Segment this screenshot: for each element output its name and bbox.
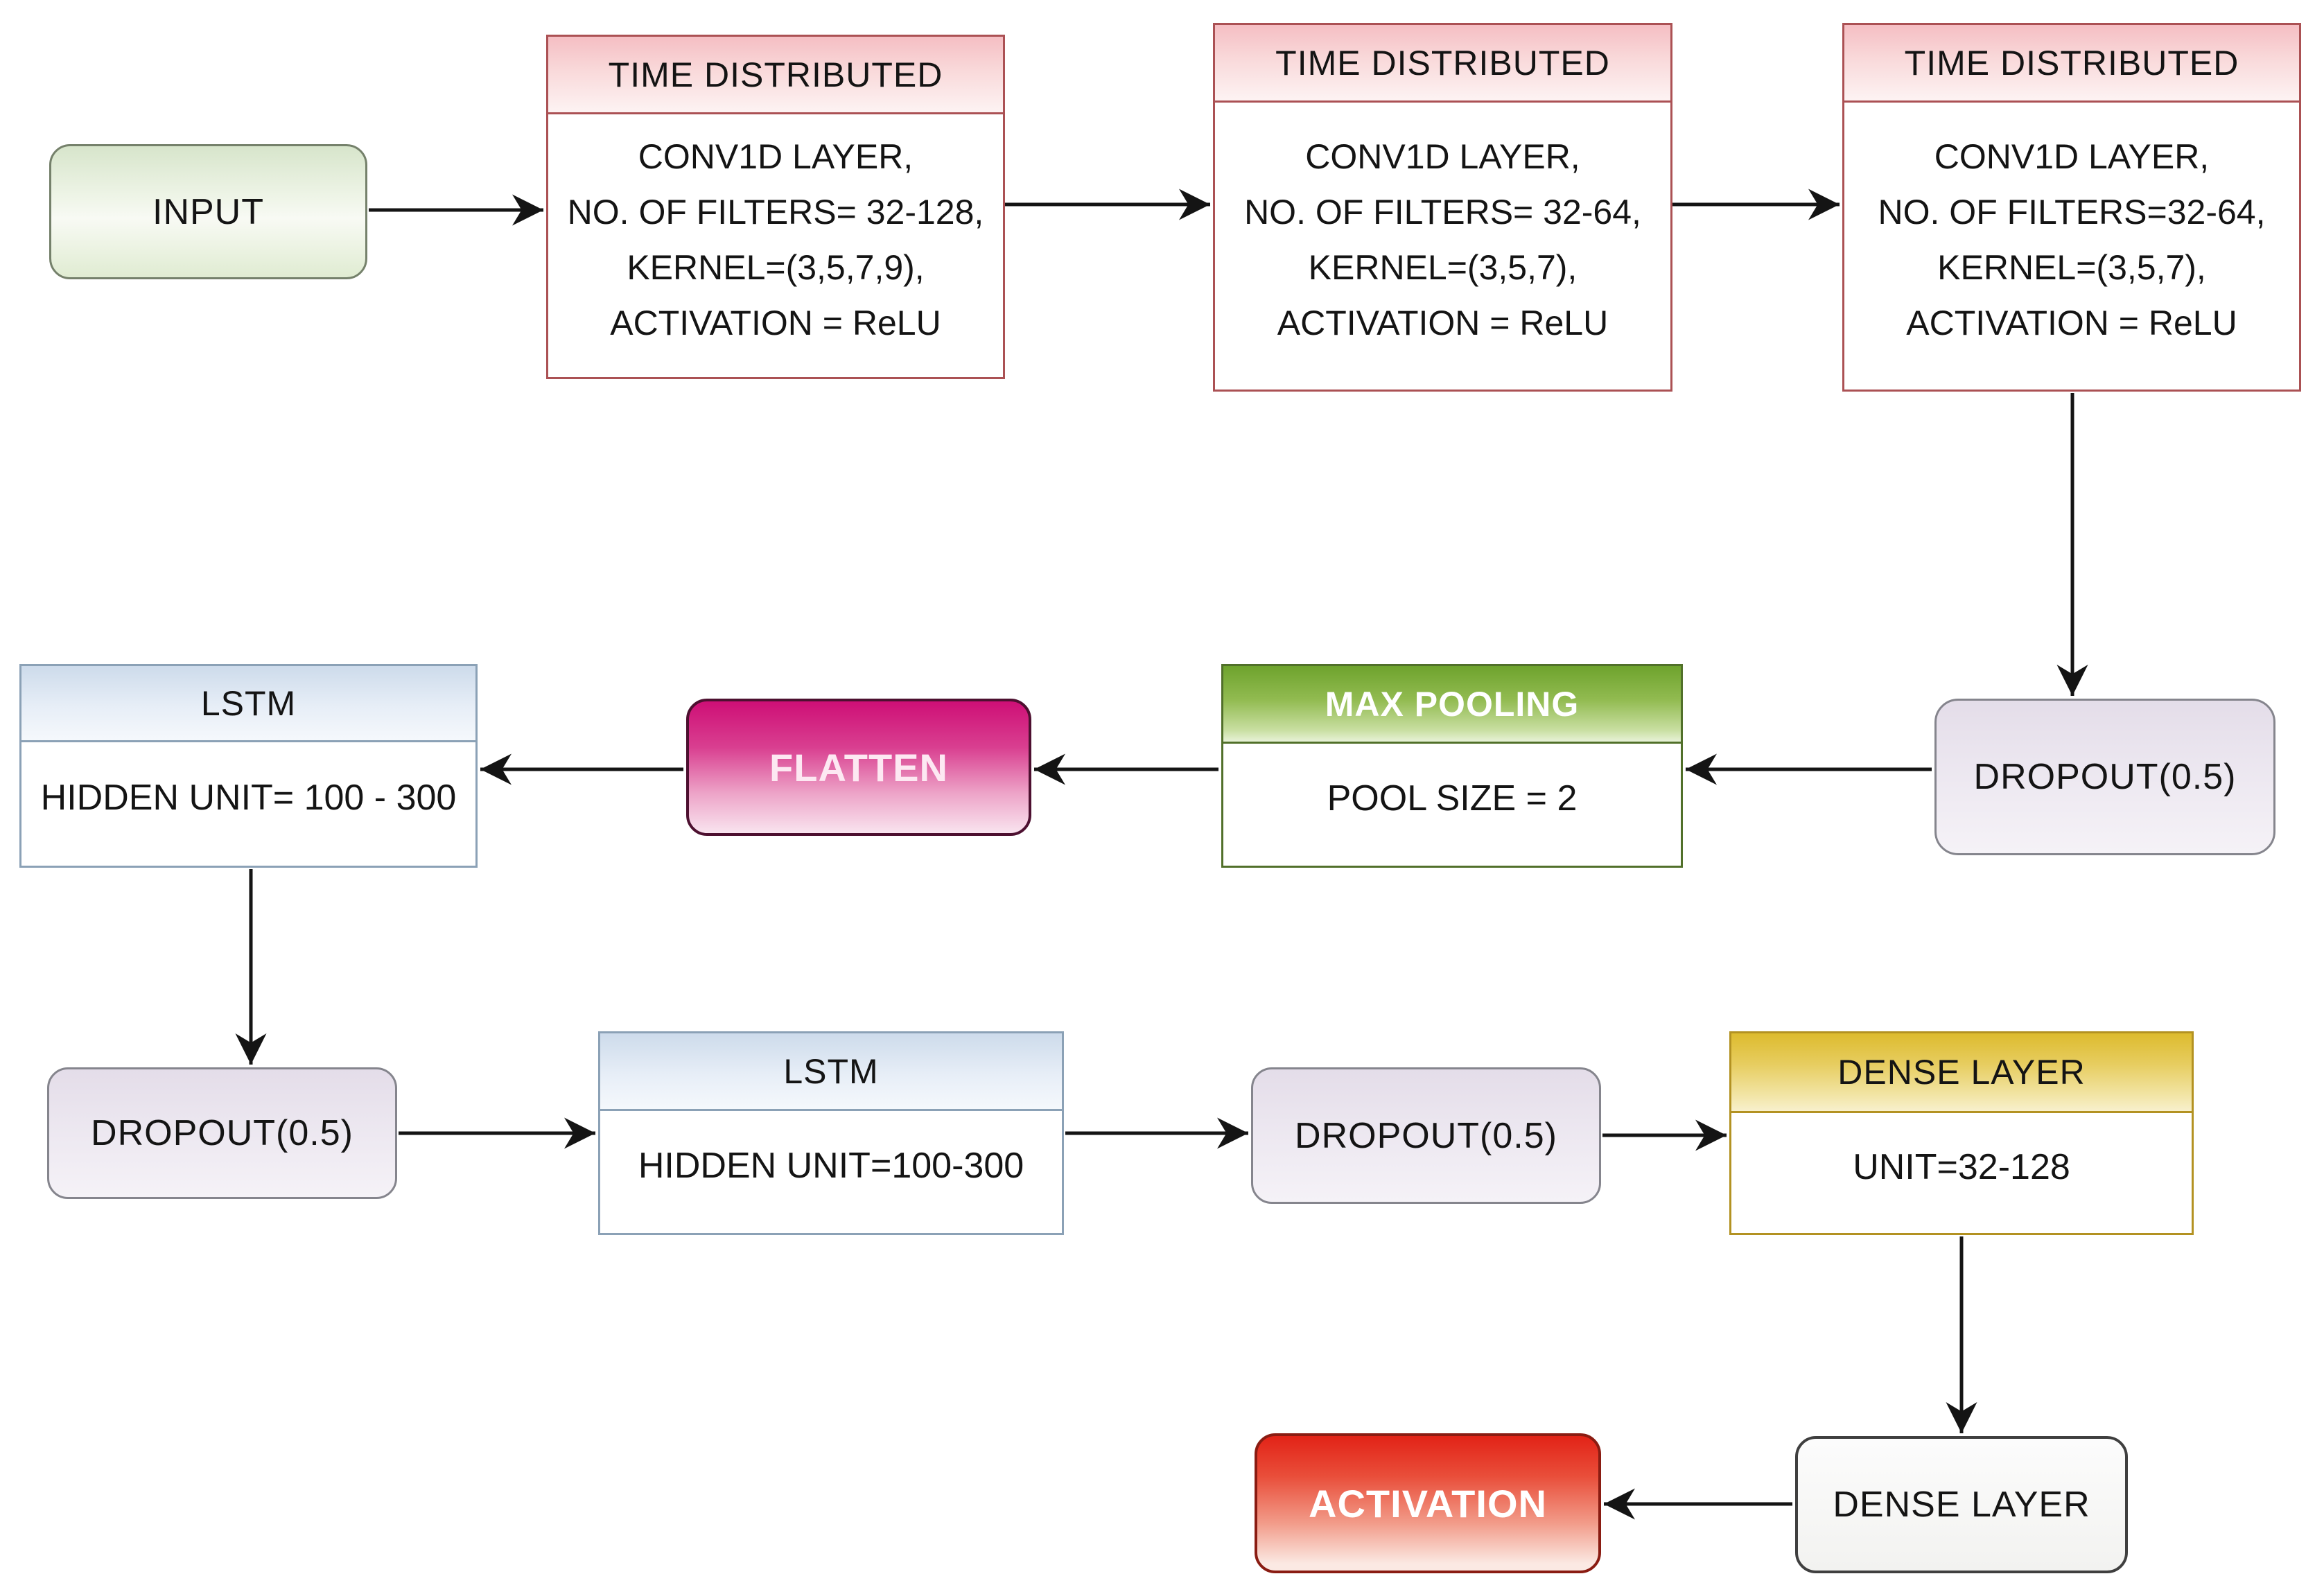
- kernel-line: KERNEL=(3,5,7),: [1308, 248, 1578, 287]
- node-input: INPUT: [49, 144, 367, 279]
- filters-line: NO. OF FILTERS=32-64,: [1878, 193, 2266, 231]
- node-time-distributed-3: TIME DISTRIBUTED CONV1D LAYER, NO. OF FI…: [1842, 23, 2301, 392]
- node-dense-layer-2-label: DENSE LAYER: [1833, 1485, 2090, 1525]
- hidden-unit-line: HIDDEN UNIT=100-300: [638, 1146, 1024, 1186]
- node-dropout-left-label: DROPOUT(0.5): [91, 1113, 353, 1153]
- node-dense-layer-1-body: UNIT=32-128: [1731, 1113, 2192, 1233]
- node-dense-layer-2: DENSE LAYER: [1795, 1436, 2128, 1573]
- node-dense-layer-1: DENSE LAYER UNIT=32-128: [1729, 1031, 2194, 1235]
- node-flatten-label: FLATTEN: [769, 745, 948, 789]
- node-time-distributed-3-header: TIME DISTRIBUTED: [1844, 25, 2299, 103]
- conv-layer-line: CONV1D LAYER,: [638, 137, 914, 176]
- pool-size-line: POOL SIZE = 2: [1327, 778, 1578, 819]
- kernel-line: KERNEL=(3,5,7,9),: [627, 247, 925, 287]
- node-max-pooling: MAX POOLING POOL SIZE = 2: [1221, 664, 1683, 868]
- filters-line: NO. OF FILTERS= 32-128,: [567, 192, 984, 231]
- node-dropout-mid: DROPOUT(0.5): [1251, 1067, 1601, 1204]
- node-dense-layer-1-header: DENSE LAYER: [1731, 1033, 2192, 1113]
- unit-line: UNIT=32-128: [1853, 1146, 2070, 1187]
- node-dropout-mid-label: DROPOUT(0.5): [1295, 1115, 1557, 1156]
- node-flatten: FLATTEN: [686, 699, 1031, 836]
- hidden-unit-line: HIDDEN UNIT= 100 - 300: [40, 778, 457, 818]
- node-time-distributed-3-body: CONV1D LAYER, NO. OF FILTERS=32-64, KERN…: [1844, 103, 2299, 390]
- node-activation: ACTIVATION: [1255, 1433, 1601, 1573]
- node-time-distributed-2-body: CONV1D LAYER, NO. OF FILTERS= 32-64, KER…: [1215, 103, 1670, 390]
- node-lstm-1-header: LSTM: [21, 666, 475, 742]
- activation-line: ACTIVATION = ReLU: [1906, 304, 2237, 342]
- filters-line: NO. OF FILTERS= 32-64,: [1244, 193, 1641, 231]
- node-time-distributed-1-body: CONV1D LAYER, NO. OF FILTERS= 32-128, KE…: [548, 114, 1003, 377]
- node-dropout-top: DROPOUT(0.5): [1934, 699, 2275, 855]
- node-time-distributed-2-header: TIME DISTRIBUTED: [1215, 25, 1670, 103]
- node-max-pooling-header: MAX POOLING: [1223, 666, 1681, 744]
- node-activation-label: ACTIVATION: [1309, 1481, 1547, 1525]
- conv-layer-line: CONV1D LAYER,: [1305, 137, 1580, 176]
- node-time-distributed-2: TIME DISTRIBUTED CONV1D LAYER, NO. OF FI…: [1213, 23, 1672, 392]
- kernel-line: KERNEL=(3,5,7),: [1937, 248, 2206, 287]
- node-input-label: INPUT: [152, 191, 264, 232]
- activation-line: ACTIVATION = ReLU: [1277, 304, 1609, 342]
- node-max-pooling-body: POOL SIZE = 2: [1223, 744, 1681, 866]
- conv-layer-line: CONV1D LAYER,: [1934, 137, 2210, 176]
- node-lstm-2: LSTM HIDDEN UNIT=100-300: [598, 1031, 1064, 1235]
- node-dropout-left: DROPOUT(0.5): [47, 1067, 397, 1199]
- node-lstm-1: LSTM HIDDEN UNIT= 100 - 300: [19, 664, 478, 868]
- node-lstm-2-body: HIDDEN UNIT=100-300: [600, 1111, 1062, 1233]
- activation-line: ACTIVATION = ReLU: [610, 303, 941, 342]
- node-lstm-1-body: HIDDEN UNIT= 100 - 300: [21, 742, 475, 866]
- node-dropout-top-label: DROPOUT(0.5): [1973, 757, 2237, 797]
- node-time-distributed-1: TIME DISTRIBUTED CONV1D LAYER, NO. OF FI…: [546, 35, 1005, 379]
- node-time-distributed-1-header: TIME DISTRIBUTED: [548, 37, 1003, 114]
- node-lstm-2-header: LSTM: [600, 1033, 1062, 1111]
